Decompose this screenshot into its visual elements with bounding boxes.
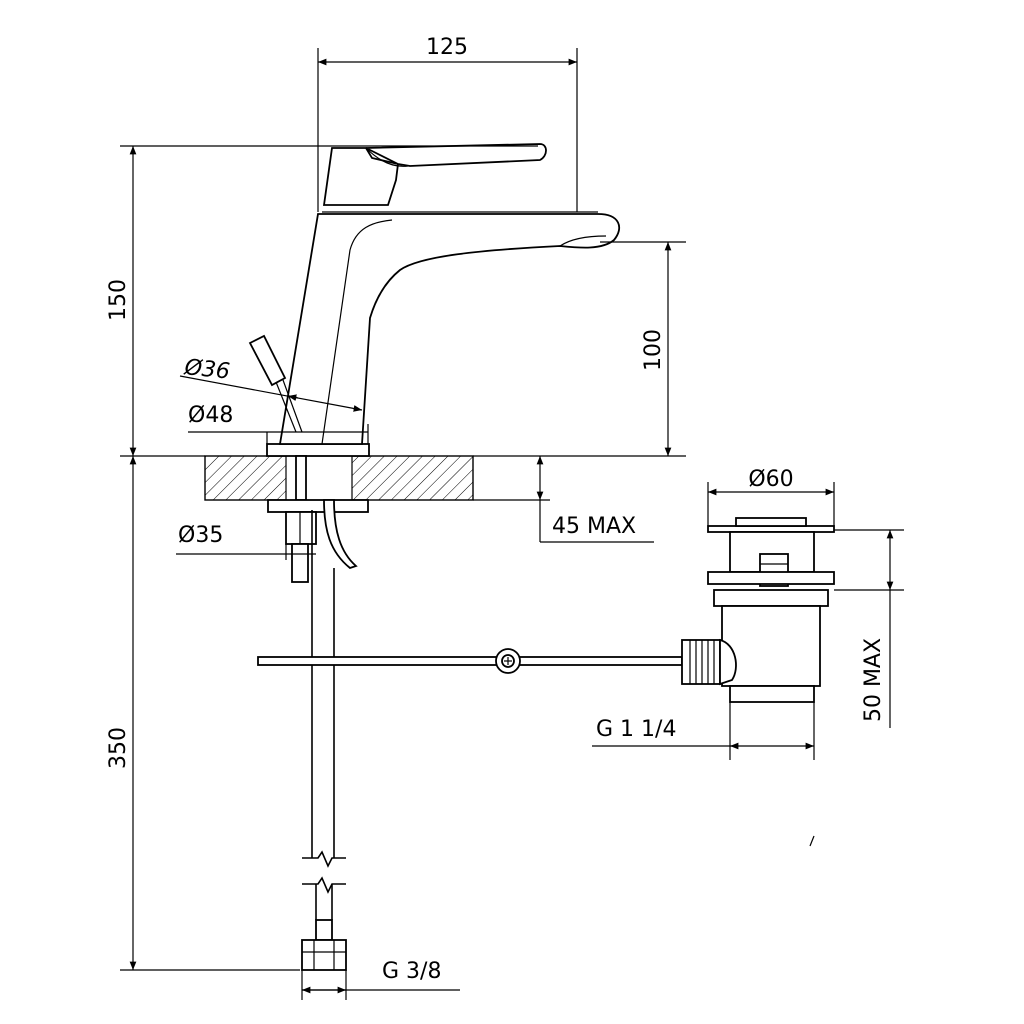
dimension-lines bbox=[120, 48, 904, 1000]
label-height-150: 150 bbox=[106, 279, 131, 321]
label-max-45: 45 MAX bbox=[552, 514, 636, 539]
label-max-50: 50 MAX bbox=[861, 638, 886, 722]
label-width-125: 125 bbox=[426, 35, 468, 60]
label-dia-60: Ø60 bbox=[748, 467, 793, 492]
label-thread-g114: G 1 1/4 bbox=[596, 717, 676, 742]
faucet-body bbox=[248, 143, 621, 457]
label-dia-36: Ø36 bbox=[182, 355, 231, 385]
label-dia-35: Ø35 bbox=[178, 523, 223, 548]
dimension-labels: 125 150 100 Ø36 Ø48 Ø35 45 MAX Ø60 50 MA… bbox=[106, 35, 886, 984]
countertop-section bbox=[204, 455, 474, 501]
label-height-100: 100 bbox=[641, 329, 666, 371]
label-dia-48: Ø48 bbox=[188, 403, 233, 428]
under-counter-fittings bbox=[267, 455, 369, 971]
pop-up-waste bbox=[707, 517, 835, 703]
label-thread-g38: G 3/8 bbox=[382, 959, 441, 984]
label-height-350: 350 bbox=[106, 727, 131, 769]
drain-control-rod bbox=[257, 639, 721, 685]
